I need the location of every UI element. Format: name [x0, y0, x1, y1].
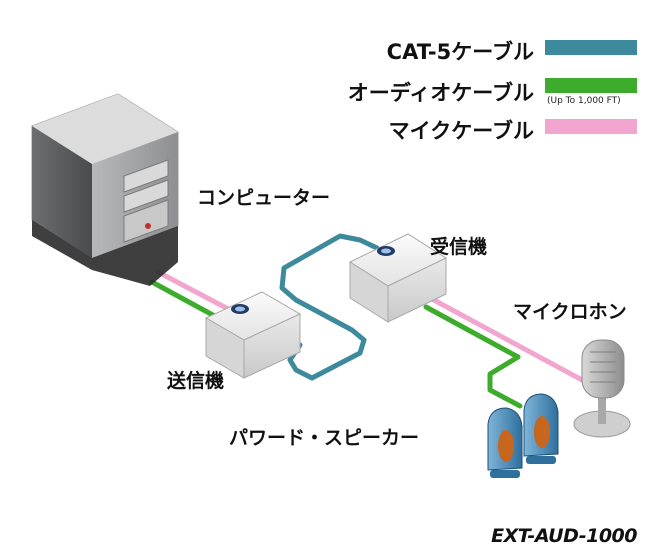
transmitter-box [204, 291, 302, 379]
cat5-cable [279, 233, 380, 381]
speakers-label: パワード・スピーカー [229, 427, 420, 449]
mic-cables [155, 269, 585, 383]
computer-label: コンピューター [197, 187, 331, 209]
legend-cat5-label: CAT-5ケーブル [386, 40, 534, 64]
legend-mic-label: マイクケーブル [388, 119, 534, 143]
legend-audio-label: オーディオケーブル [347, 81, 534, 105]
audio-cables [149, 279, 523, 409]
legend-audio-swatch [545, 78, 637, 93]
speaker-right [523, 393, 559, 464]
legend-audio-note: (Up To 1,000 FT) [547, 96, 621, 106]
legend-mic-swatch [545, 119, 637, 134]
model-number: EXT-AUD-1000 [491, 525, 637, 547]
microphone-label: マイクロホン [513, 301, 627, 323]
receiver-label: 受信機 [430, 236, 488, 258]
transmitter-label: 送信機 [167, 370, 225, 392]
computer-tower [31, 93, 179, 286]
speaker-left [487, 407, 523, 478]
microphone [573, 339, 631, 438]
receiver-box [348, 233, 448, 323]
legend-cat5-swatch [545, 40, 637, 55]
